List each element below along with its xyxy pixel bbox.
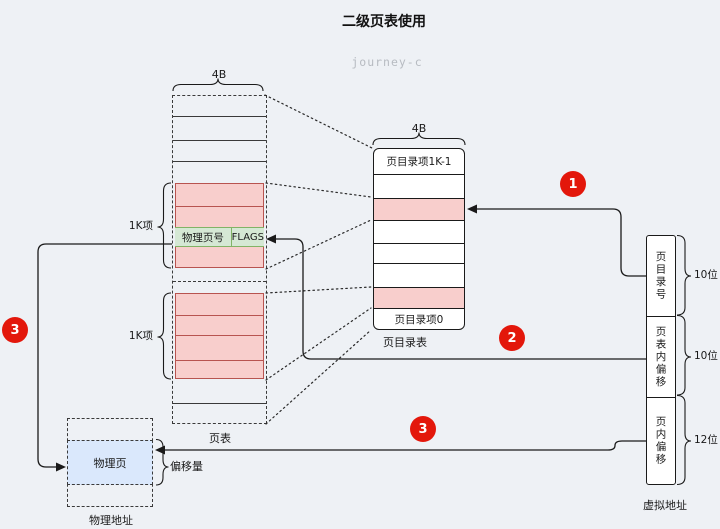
page-table-highlight-block-1: 物理页号 FLAGS xyxy=(175,183,264,268)
bits-label-directory-index: 10位 xyxy=(694,269,718,281)
brace-bits-10-top xyxy=(676,234,692,316)
directory-row xyxy=(374,221,464,244)
step-badge-1: 1 xyxy=(560,171,586,197)
page-directory-label: 页目录表 xyxy=(383,336,427,349)
page-table-row-divider xyxy=(173,161,266,162)
directory-row xyxy=(374,264,464,288)
entries-count-label-2: 1K项 xyxy=(128,330,153,342)
physical-address-label: 物理地址 xyxy=(89,514,133,527)
brace-bits-10-mid xyxy=(676,314,692,396)
dotted-link-top-corners xyxy=(264,94,373,149)
brace-1k-block1 xyxy=(157,182,172,269)
virtual-address-box: 页目录号 页表内偏移 页内偏移 xyxy=(646,235,676,485)
virtual-address-label: 虚拟地址 xyxy=(643,499,687,512)
va-segment-directory-index: 页目录号 xyxy=(647,236,675,317)
brace-1k-block2 xyxy=(157,292,172,380)
block-row-divider xyxy=(176,315,263,316)
dotted-link-bottom-corners xyxy=(265,329,372,425)
offset-label: 偏移量 xyxy=(170,460,203,473)
page-table-entry-row: 物理页号 FLAGS xyxy=(175,227,264,247)
page-table-size-label: 4B xyxy=(211,68,227,81)
step-badge-2: 2 xyxy=(499,325,525,351)
block-row-divider xyxy=(176,360,263,361)
arrowhead-va-to-directory xyxy=(467,204,477,214)
step-badge-3-left: 3 xyxy=(2,317,28,343)
arrowhead-ppn-to-physical-page xyxy=(56,462,66,472)
page-table-row-divider xyxy=(173,140,266,141)
page-table-break-divider xyxy=(173,281,266,282)
dotted-link-block2-top xyxy=(265,286,372,294)
block-row-divider xyxy=(176,206,263,207)
directory-highlight-row-1 xyxy=(374,199,464,221)
bits-label-page-offset: 12位 xyxy=(694,434,718,446)
step-badge-3-middle: 3 xyxy=(410,416,436,442)
arrowhead-va-to-physical-page xyxy=(155,445,165,455)
bits-label-table-offset: 10位 xyxy=(694,350,718,362)
physical-page-cell: 物理页 xyxy=(67,440,153,485)
flags-cell: FLAGS xyxy=(231,231,264,243)
brace-offset xyxy=(155,438,169,486)
va-segment-table-offset: 页表内偏移 xyxy=(647,317,675,398)
page-table-row-divider xyxy=(173,403,266,404)
dotted-link-block1-bottom xyxy=(265,219,372,270)
directory-entry-bottom: 页目录项0 xyxy=(394,314,444,326)
page-table-row-divider xyxy=(173,116,266,117)
dotted-link-block2-bottom xyxy=(265,307,372,381)
physical-address-box: 物理页 xyxy=(67,418,153,507)
block-row-divider xyxy=(176,335,263,336)
brace-bits-12-bottom xyxy=(676,394,692,486)
physical-page-number-cell: 物理页号 xyxy=(175,228,232,246)
page-title: 二级页表使用 xyxy=(342,14,426,30)
arrow-va-to-directory xyxy=(477,208,646,277)
page-table: 物理页号 FLAGS xyxy=(172,95,267,424)
va-segment-page-offset: 页内偏移 xyxy=(654,416,667,466)
dotted-link-block1-top xyxy=(265,182,372,198)
directory-row xyxy=(374,244,464,264)
directory-row xyxy=(374,175,464,199)
watermark: journey-c xyxy=(351,55,423,69)
entries-count-label-1: 1K项 xyxy=(128,220,153,232)
directory-entry-top: 页目录项1K-1 xyxy=(374,149,464,175)
page-table-label: 页表 xyxy=(209,432,231,445)
directory-size-label: 4B xyxy=(411,122,427,135)
directory-highlight-row-2 xyxy=(374,288,464,309)
page-directory-table: 页目录项1K-1 页目录项0 xyxy=(373,148,465,330)
page-table-highlight-block-2 xyxy=(175,293,264,379)
arrowhead-va-to-page-table xyxy=(266,234,276,244)
